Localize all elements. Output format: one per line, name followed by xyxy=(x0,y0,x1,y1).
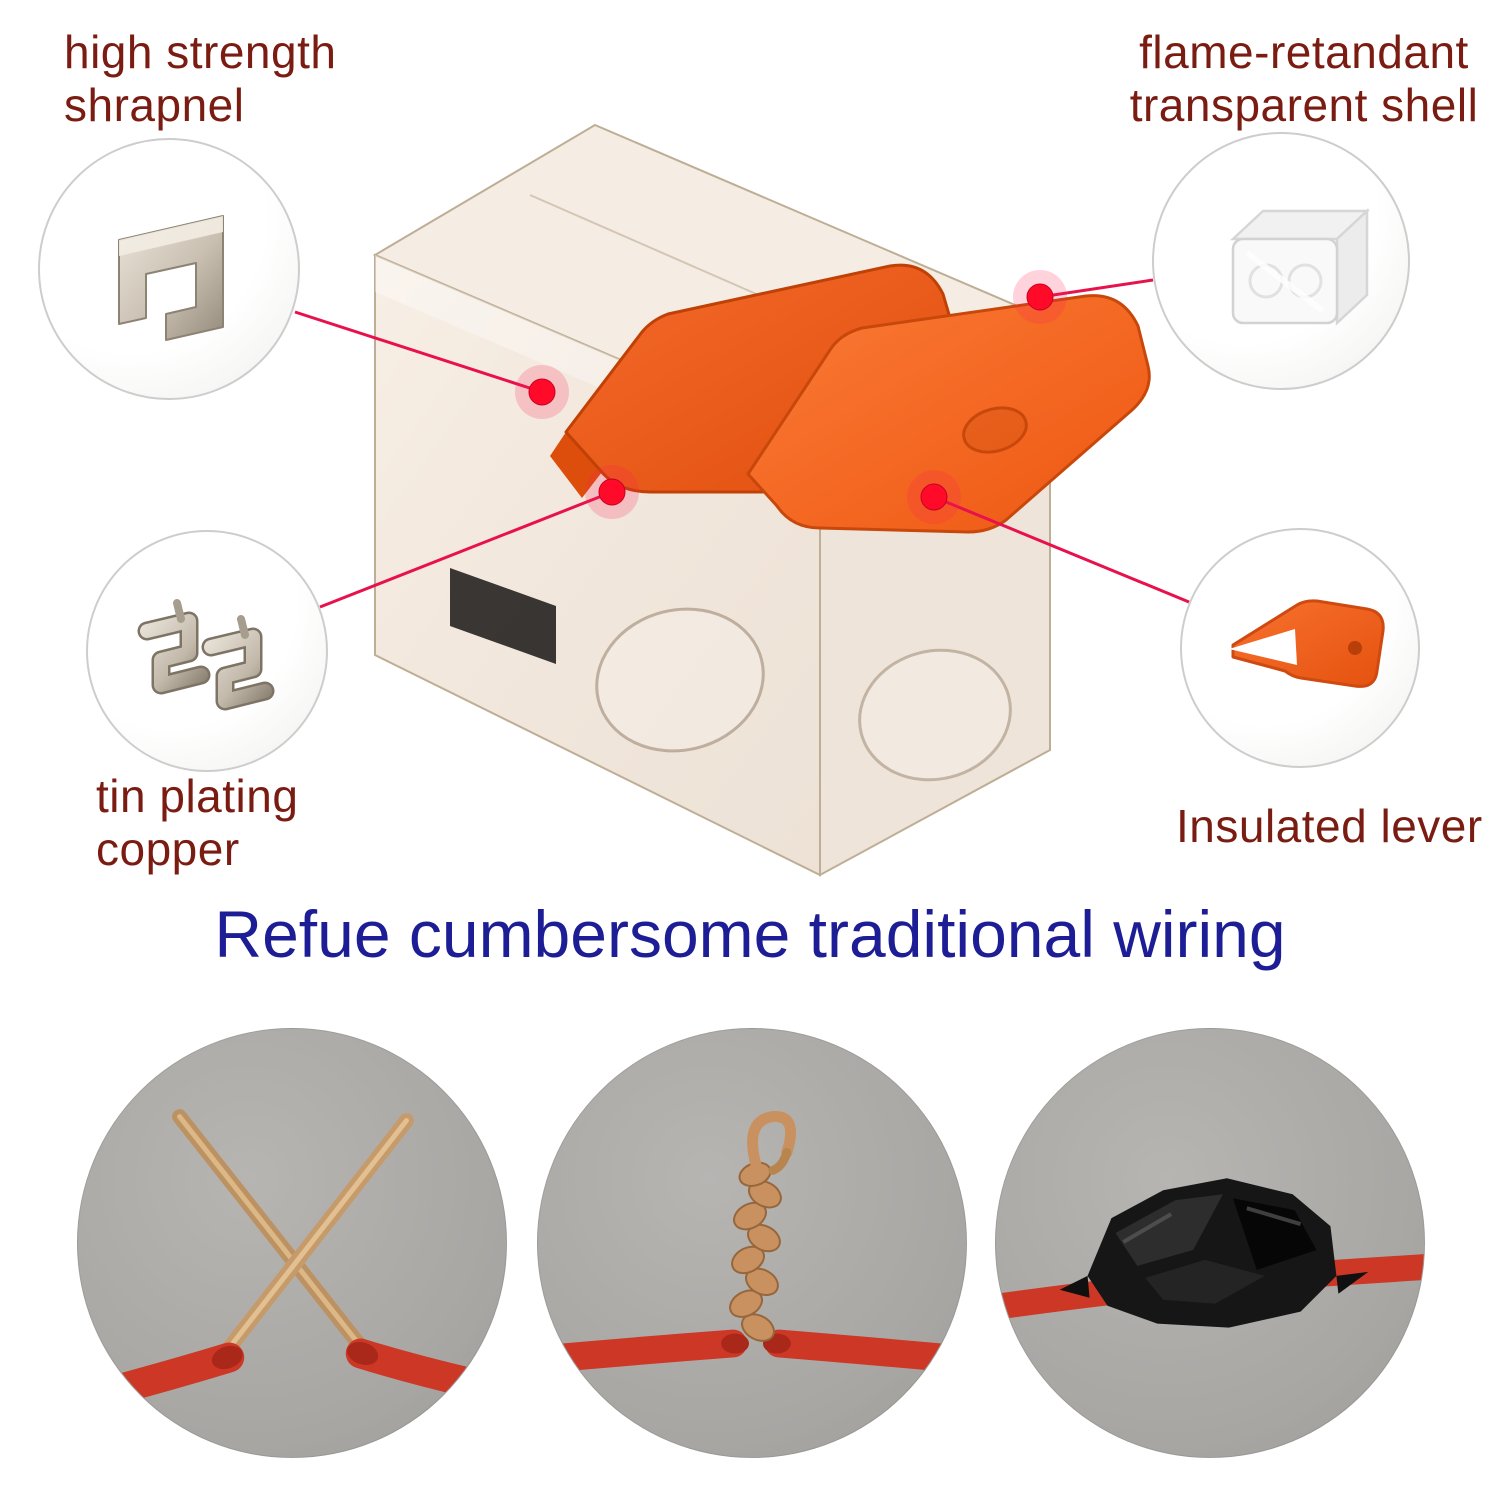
label-line: transparent shell xyxy=(1129,79,1479,132)
shell-detail-line xyxy=(529,194,771,301)
wire-hole-left xyxy=(595,607,765,753)
label-line: tin plating xyxy=(96,770,299,822)
photo-twisted-wires xyxy=(537,1028,967,1458)
lever-hook xyxy=(550,432,602,498)
label-line: shrapnel xyxy=(64,79,245,132)
front-lever-indent xyxy=(962,406,1028,454)
callout-label-copper: tin plating copper xyxy=(96,770,298,877)
headline-text: Refue cumbersome traditional wiring xyxy=(214,897,1286,971)
wire-connector-illustration xyxy=(372,123,1151,877)
photo-taped-wires xyxy=(995,1028,1425,1458)
front-lever xyxy=(746,294,1151,534)
label-line: flame-retandant xyxy=(1139,26,1469,78)
transparent-shell-icon xyxy=(1229,208,1371,326)
callout-circle-shell xyxy=(1152,132,1410,390)
callout-label-shell: flame-retandant transparent shell xyxy=(1114,26,1494,133)
callout-circle-copper xyxy=(86,530,328,772)
shrapnel-icon xyxy=(118,215,224,341)
label-line: Insulated lever xyxy=(1176,800,1483,852)
twisted-wires-illustration xyxy=(538,1111,966,1374)
callout-label-shrapnel: high strength shrapnel xyxy=(64,26,336,133)
taped-wires-illustration xyxy=(996,1178,1424,1328)
callout-circle-lever xyxy=(1180,528,1420,768)
wire-hole-right xyxy=(858,648,1012,782)
label-line: high strength xyxy=(64,26,337,78)
crossed-wires-illustration xyxy=(78,1109,506,1416)
insulated-lever-icon xyxy=(1229,599,1385,688)
photo-crossed-wires xyxy=(77,1028,507,1458)
tin-copper-icon xyxy=(137,599,275,711)
callout-circle-shrapnel xyxy=(38,138,300,400)
label-line: copper xyxy=(96,823,240,876)
callout-label-lever: Insulated lever xyxy=(1176,800,1483,853)
